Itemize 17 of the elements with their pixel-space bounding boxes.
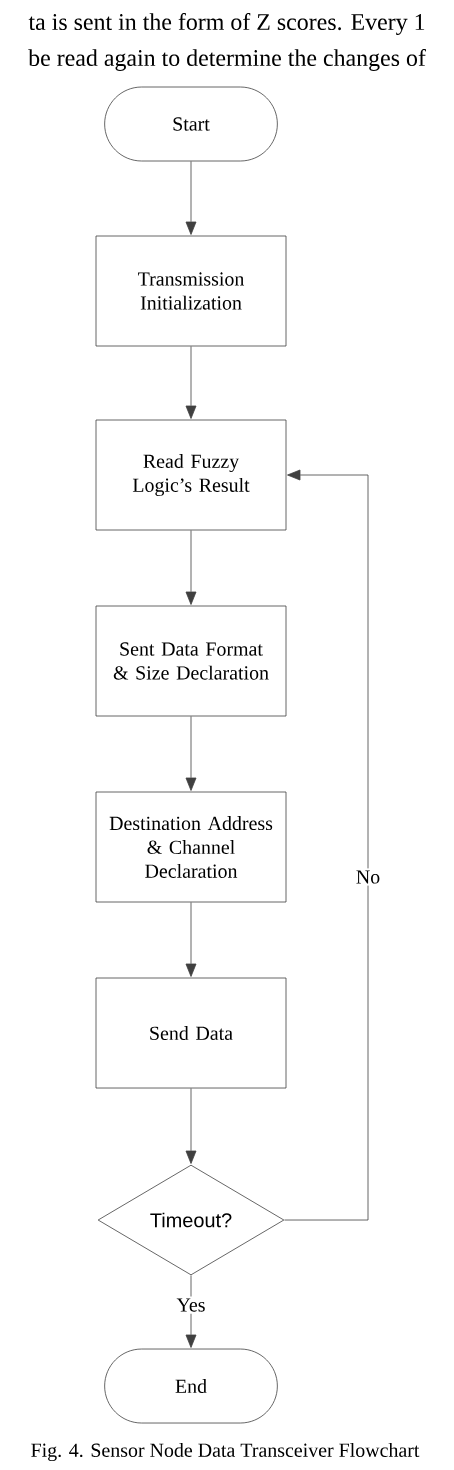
arrow [185, 346, 197, 419]
arrow [284, 469, 369, 1221]
process-box: Sent Data Format & Size Declaration [95, 605, 287, 717]
process-box: Destination Address & Channel Declaration [95, 791, 287, 903]
arrow [185, 161, 197, 235]
caption: Fig. 4. Sensor Node Data Transceiver Flowchart [31, 1442, 420, 1462]
edge-label: No [353, 868, 383, 886]
arrow [185, 1275, 197, 1348]
body-text: ta is sent in the form of Z scores. Every 1 [28, 13, 425, 35]
process-box: Read Fuzzy Logic’s Result [95, 419, 287, 531]
arrow [185, 1088, 197, 1164]
process-box: Transmission Initialization [95, 235, 287, 347]
edge-label: Yes [174, 1296, 208, 1314]
arrow [185, 530, 197, 605]
arrow [185, 902, 197, 977]
arrow [185, 716, 197, 791]
process-box: Send Data [95, 977, 287, 1089]
